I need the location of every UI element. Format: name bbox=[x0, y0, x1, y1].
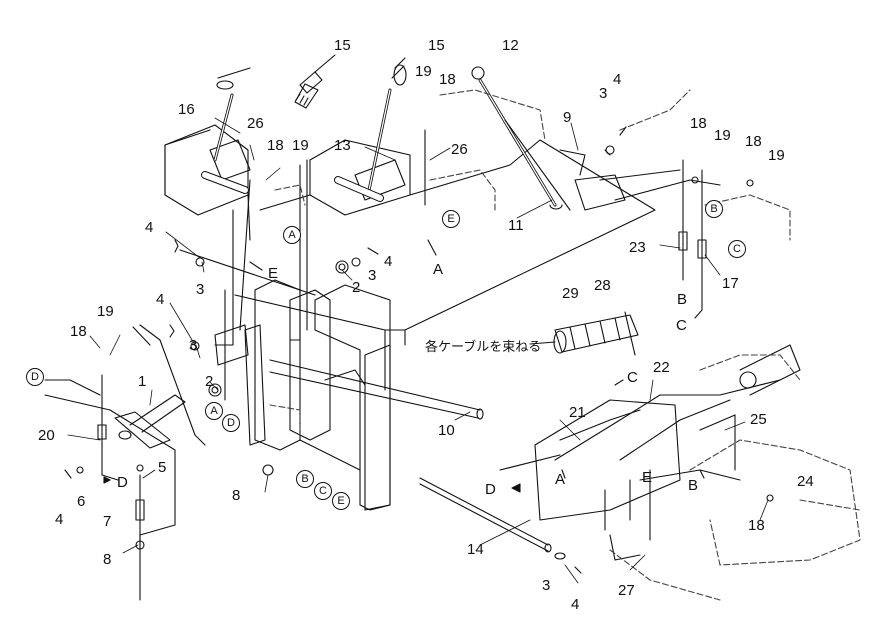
callout-19-left: 19 bbox=[292, 137, 309, 154]
tag-a-lower: A bbox=[555, 471, 566, 488]
callout-4-left-top: 4 bbox=[145, 219, 154, 236]
callout-13: 13 bbox=[334, 137, 351, 154]
ref-circle-b-lower: B bbox=[296, 470, 314, 488]
tag-c-lower: C bbox=[627, 369, 638, 386]
callout-2-left: 2 bbox=[205, 373, 214, 390]
ref-circle-d-lower: D bbox=[222, 414, 240, 432]
callout-19-right-b: 19 bbox=[768, 147, 785, 164]
callout-3-left-mid: 3 bbox=[189, 337, 198, 354]
callout-19-far-left: 19 bbox=[97, 303, 114, 320]
callout-8-center: 8 bbox=[232, 487, 241, 504]
frame-lines bbox=[164, 129, 656, 401]
callout-19-top: 19 bbox=[415, 63, 432, 80]
callout-16: 16 bbox=[178, 101, 195, 118]
callout-29: 29 bbox=[562, 285, 579, 302]
lever-16-assembly bbox=[164, 67, 251, 346]
callout-20: 20 bbox=[38, 427, 55, 444]
ref-circle-c-lower: C bbox=[314, 482, 332, 500]
callout-19-right-a: 19 bbox=[714, 127, 731, 144]
callout-5: 5 bbox=[158, 459, 167, 476]
callout-23: 23 bbox=[629, 239, 646, 256]
cable-bundle-29 bbox=[529, 311, 639, 356]
hardware-parts bbox=[64, 126, 774, 574]
callout-4-far-left: 4 bbox=[55, 511, 64, 528]
callout-4-bottom: 4 bbox=[571, 596, 580, 613]
callout-4-left-mid: 4 bbox=[156, 291, 165, 308]
callout-8-left: 8 bbox=[103, 551, 112, 568]
leader-lines bbox=[67, 117, 769, 584]
lever-1-assembly bbox=[44, 324, 206, 601]
callout-22: 22 bbox=[653, 359, 670, 376]
ref-circle-d-left: D bbox=[26, 368, 44, 386]
tag-b-right: B bbox=[677, 291, 688, 308]
ref-circle-a-left: A bbox=[283, 226, 301, 244]
callout-4-center: 4 bbox=[384, 253, 393, 270]
callout-4-top-right: 4 bbox=[613, 71, 622, 88]
callout-9: 9 bbox=[563, 109, 572, 126]
ref-circle-e-lower: E bbox=[332, 492, 350, 510]
callout-11: 11 bbox=[508, 217, 524, 234]
tag-b-lower: B bbox=[688, 477, 699, 494]
tag-d-left: D bbox=[117, 474, 128, 491]
callout-14: 14 bbox=[467, 541, 484, 558]
tag-c-right: C bbox=[676, 317, 687, 334]
callout-21: 21 bbox=[569, 404, 586, 421]
callout-27: 27 bbox=[618, 582, 635, 599]
callout-18-right-b: 18 bbox=[745, 133, 762, 150]
ref-circle-e-center: E bbox=[442, 210, 460, 228]
tag-e-lower: E bbox=[642, 469, 653, 486]
ref-circle-a-lower: A bbox=[205, 402, 223, 420]
callout-7: 7 bbox=[103, 513, 112, 530]
callout-18-far-left: 18 bbox=[70, 323, 87, 340]
callout-17: 17 bbox=[722, 275, 739, 292]
shaft-10 bbox=[269, 359, 484, 420]
callout-18-left: 18 bbox=[267, 137, 284, 154]
ref-circle-c-right: C bbox=[728, 240, 746, 258]
callout-3-left-top: 3 bbox=[196, 281, 205, 298]
rod-20-cable bbox=[97, 374, 145, 550]
callout-1: 1 bbox=[138, 373, 147, 390]
callout-26-center: 26 bbox=[451, 141, 468, 158]
callout-10: 10 bbox=[438, 422, 455, 439]
callout-3-bottom: 3 bbox=[542, 577, 551, 594]
lower-right-assembly bbox=[499, 344, 801, 561]
callout-15-left: 15 bbox=[334, 37, 351, 54]
lever-13-assembly bbox=[309, 57, 426, 216]
callout-2-center: 2 bbox=[352, 279, 361, 296]
callout-3-center: 3 bbox=[368, 267, 377, 284]
callout-6: 6 bbox=[77, 493, 86, 510]
dashed-engine-outline bbox=[609, 354, 861, 601]
callout-24: 24 bbox=[797, 473, 814, 490]
cable-bundle-note: 各ケーブルを束ねる bbox=[425, 340, 542, 355]
cables-17-23 bbox=[678, 159, 707, 319]
ref-circle-b-right: B bbox=[705, 200, 723, 218]
grip-15-left bbox=[294, 54, 336, 109]
dashed-outlines-upper bbox=[269, 89, 791, 436]
callout-18-lower-right: 18 bbox=[748, 517, 765, 534]
tag-a-center: A bbox=[433, 261, 444, 278]
callout-25: 25 bbox=[750, 411, 767, 428]
lever-11-12-assembly bbox=[471, 66, 721, 211]
tag-e-left: E bbox=[268, 265, 279, 282]
shaft-14 bbox=[419, 477, 566, 560]
mounting-brackets bbox=[214, 279, 391, 511]
tag-d-lower: D bbox=[485, 481, 496, 498]
cable-end-arrows bbox=[103, 239, 705, 493]
callout-26-left: 26 bbox=[247, 115, 264, 132]
callout-3-top-right: 3 bbox=[599, 85, 608, 102]
callout-18-right-a: 18 bbox=[690, 115, 707, 132]
callout-28: 28 bbox=[594, 277, 611, 294]
callout-18-top: 18 bbox=[439, 71, 456, 88]
callout-15-right: 15 bbox=[428, 37, 445, 54]
callout-12: 12 bbox=[502, 37, 519, 54]
